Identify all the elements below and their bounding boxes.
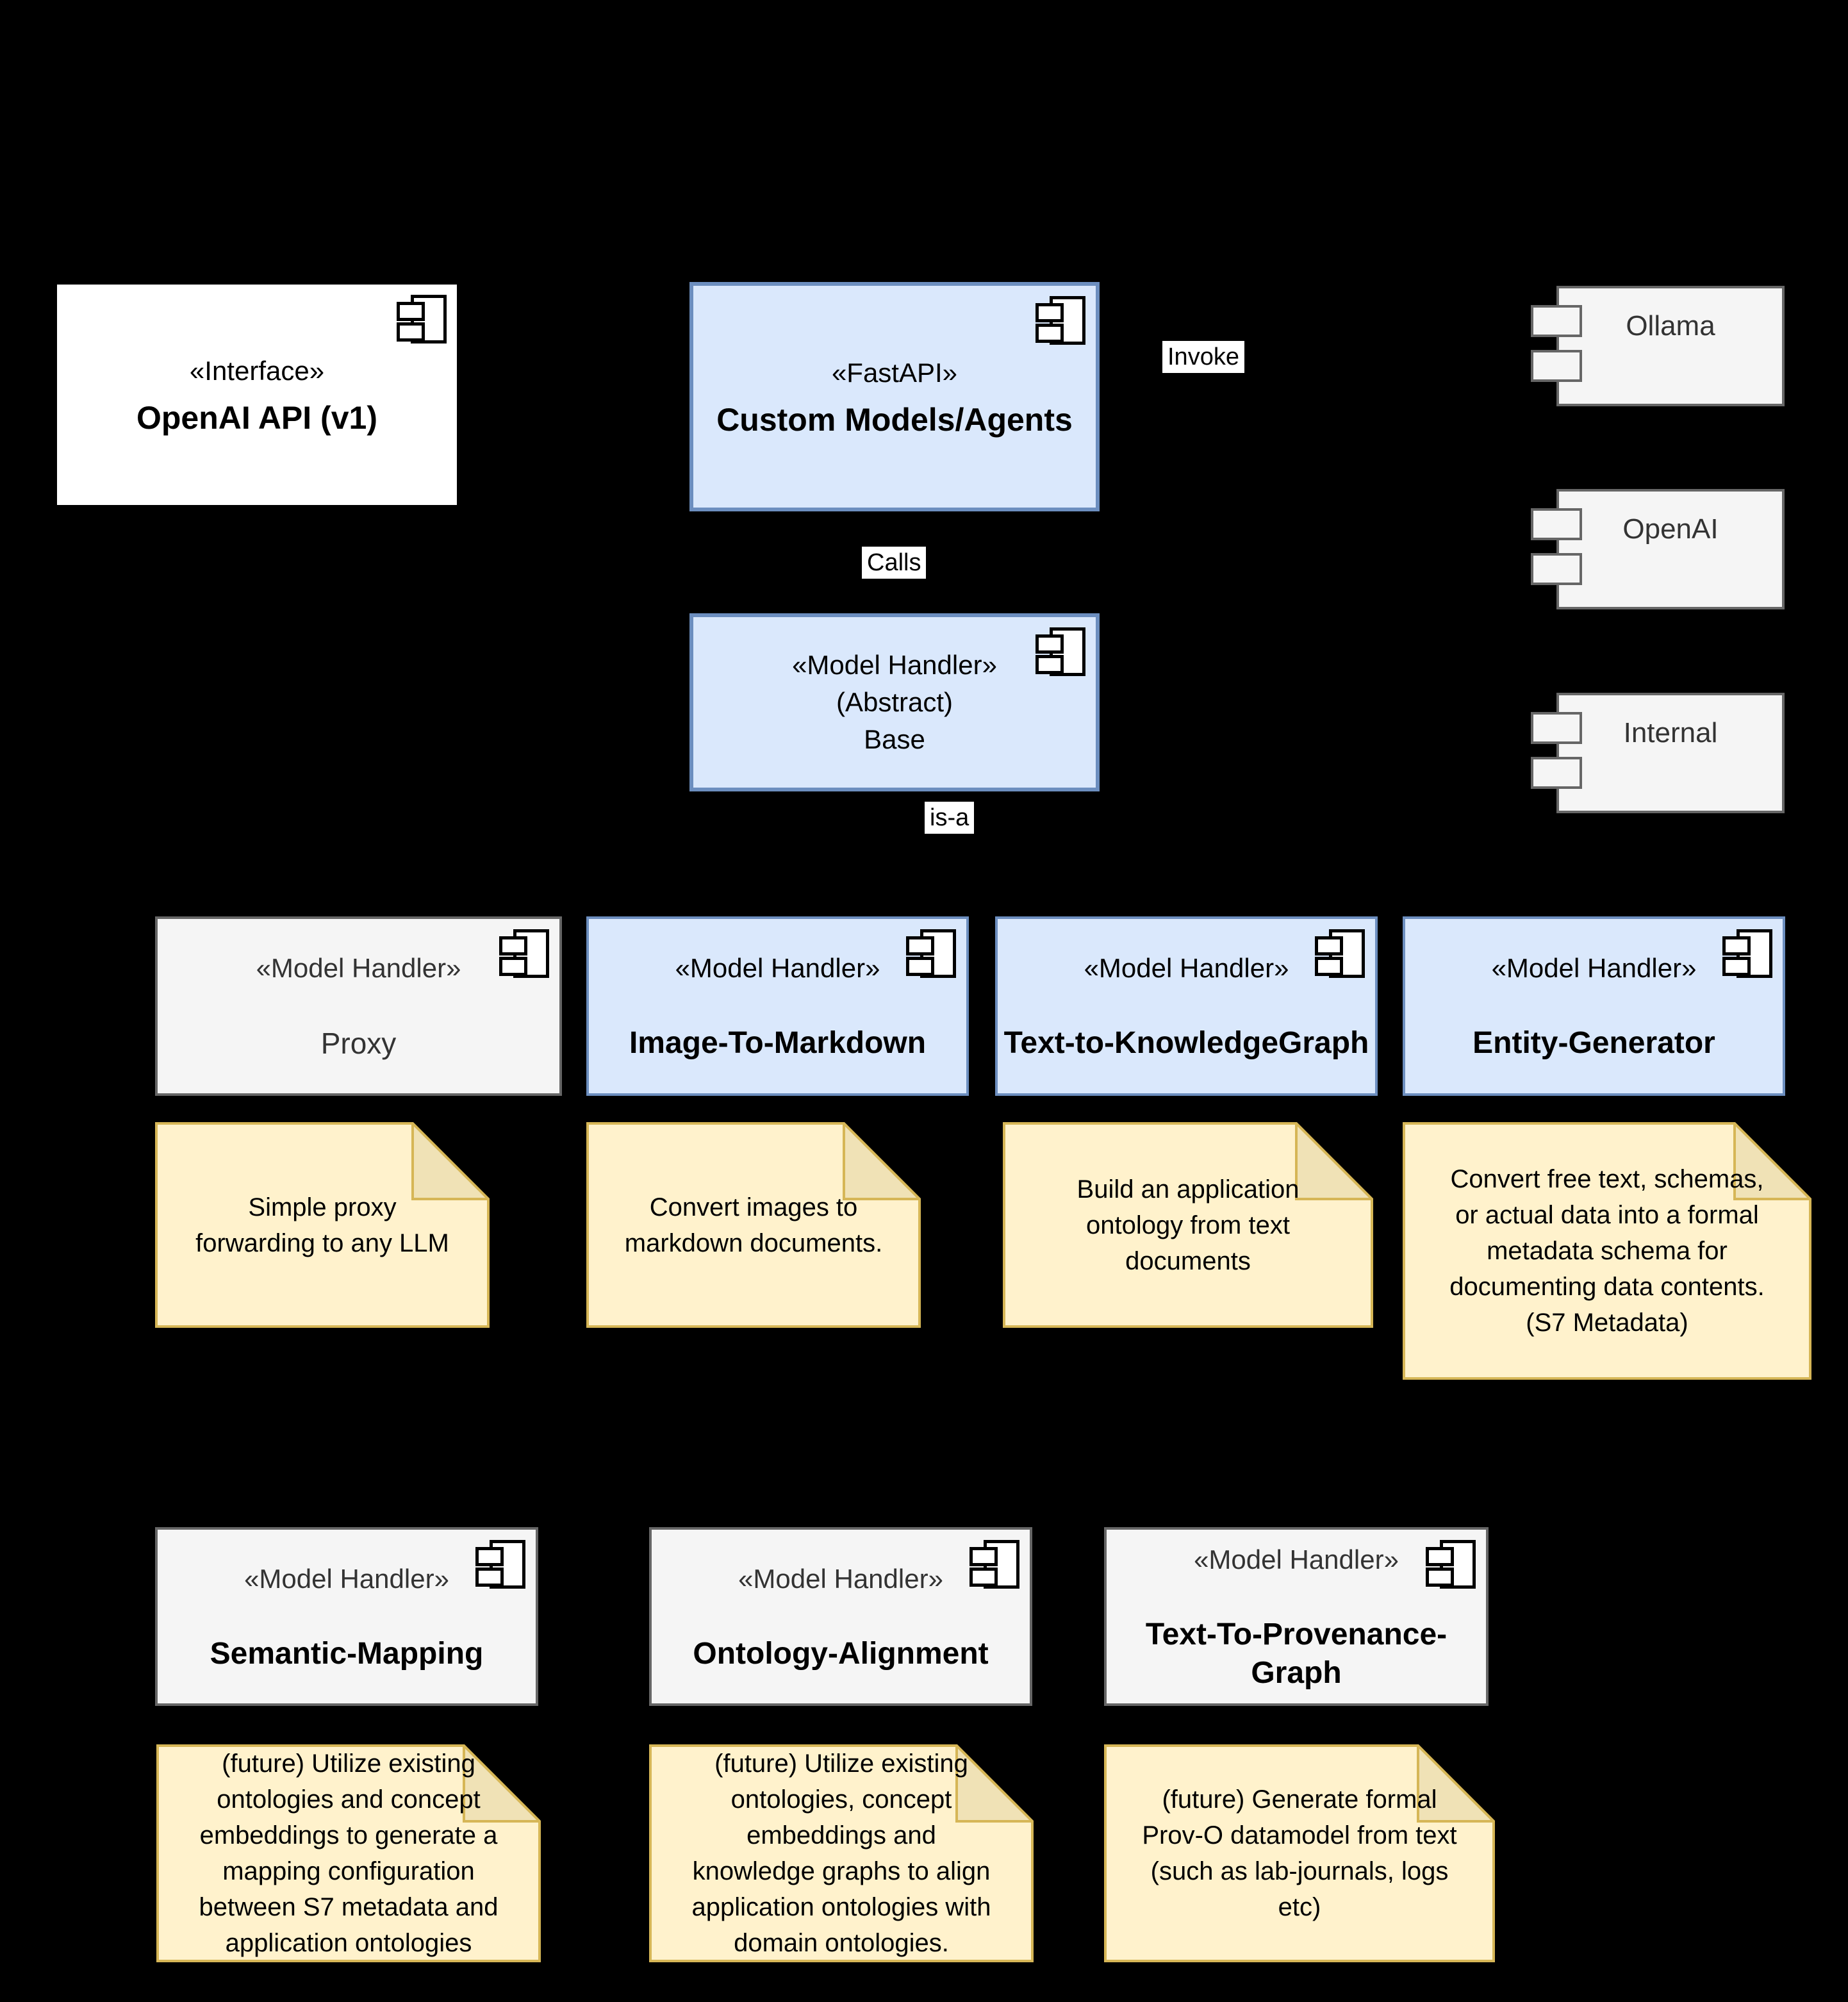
uml-component-icon bbox=[475, 1540, 525, 1589]
component-name: OpenAI bbox=[1622, 513, 1719, 545]
note-text: Build an application ontology from text … bbox=[1077, 1175, 1299, 1275]
component-name: Entity-Generator bbox=[1473, 1026, 1715, 1060]
note-shape bbox=[586, 1122, 921, 1328]
uml-component-icon bbox=[969, 1540, 1019, 1589]
stereotype-label: «Model Handler» bbox=[675, 953, 880, 983]
component-name: Ollama bbox=[1626, 310, 1715, 342]
note-text: Convert images to markdown documents. bbox=[624, 1193, 883, 1257]
note-text: (future) Utilize existing ontologies, co… bbox=[691, 1750, 991, 1957]
note-shape bbox=[1403, 1122, 1811, 1380]
component-image-to-markdown: «Model Handler» Image-To-Markdown bbox=[586, 916, 969, 1096]
component-ontology-alignment: «Model Handler» Ontology-Alignment bbox=[649, 1527, 1032, 1706]
note-semantic-mapping: (future) Utilize existing ontologies and… bbox=[156, 1744, 541, 1962]
uml-component-icon bbox=[397, 295, 447, 343]
component-name: Semantic-Mapping bbox=[210, 1636, 484, 1671]
component-port-icon bbox=[1531, 350, 1582, 382]
stereotype-label: «Model Handler» bbox=[1194, 1544, 1399, 1575]
component-ollama: Ollama bbox=[1531, 286, 1785, 406]
uml-component-icon bbox=[906, 929, 956, 978]
edge-label-calls: Calls bbox=[862, 547, 927, 579]
stereotype-label: «Interface» bbox=[189, 356, 325, 386]
uml-component-icon bbox=[499, 929, 549, 978]
component-name: OpenAI API (v1) bbox=[136, 400, 377, 436]
note-text: (future) Generate formal Prov-O datamode… bbox=[1142, 1785, 1457, 1921]
component-name: Custom Models/Agents bbox=[716, 402, 1073, 438]
uml-component-icon bbox=[1315, 929, 1365, 978]
component-model-handler-base: «Model Handler» (Abstract) Base bbox=[689, 613, 1100, 791]
component-custom-models-agents: «FastAPI» Custom Models/Agents bbox=[689, 282, 1100, 511]
component-name: Proxy bbox=[320, 1027, 397, 1060]
stereotype-label: «Model Handler» bbox=[256, 953, 461, 983]
component-port-icon bbox=[1531, 508, 1582, 540]
note-text-to-provenance-graph: (future) Generate formal Prov-O datamode… bbox=[1104, 1744, 1495, 1962]
component-openai: OpenAI bbox=[1531, 489, 1785, 609]
uml-component-icon bbox=[1722, 929, 1772, 978]
component-internal: Internal bbox=[1531, 693, 1785, 813]
component-name: Internal bbox=[1623, 717, 1718, 749]
note-shape bbox=[1104, 1744, 1495, 1962]
uml-component-icon bbox=[1035, 627, 1085, 676]
stereotype-label: «Model Handler» bbox=[1491, 953, 1697, 983]
component-name: Ontology-Alignment bbox=[693, 1636, 989, 1671]
component-port-icon bbox=[1531, 305, 1582, 337]
component-name: Text-to-KnowledgeGraph bbox=[1003, 1026, 1369, 1060]
stereotype-label: «Model Handler» bbox=[1084, 953, 1289, 983]
note-text: Simple proxy forwarding to any LLM bbox=[195, 1193, 449, 1257]
component-text-to-provenance-graph: «Model Handler» Text-To-Provenance-Graph bbox=[1104, 1527, 1489, 1706]
note-proxy: Simple proxy forwarding to any LLM bbox=[155, 1122, 490, 1328]
note-shape bbox=[649, 1744, 1034, 1962]
component-port-icon bbox=[1531, 712, 1582, 744]
component-port-icon bbox=[1531, 757, 1582, 789]
uml-component-icon bbox=[1035, 296, 1085, 345]
component-port-icon bbox=[1531, 553, 1582, 585]
stereotype-label: «Model Handler» bbox=[738, 1563, 943, 1594]
component-text: «Model Handler» (Abstract) Base bbox=[792, 650, 997, 754]
note-shape bbox=[1003, 1122, 1373, 1328]
stereotype-label: «Model Handler» bbox=[244, 1563, 449, 1594]
uml-component-icon bbox=[1426, 1540, 1476, 1589]
component-entity-generator: «Model Handler» Entity-Generator bbox=[1403, 916, 1785, 1096]
edge-label-is-a: is-a bbox=[925, 802, 975, 834]
note-shape bbox=[155, 1122, 490, 1328]
stereotype-label: «FastAPI» bbox=[831, 358, 958, 388]
component-text-to-knowledgegraph: «Model Handler» Text-to-KnowledgeGraph bbox=[995, 916, 1378, 1096]
component-semantic-mapping: «Model Handler» Semantic-Mapping bbox=[155, 1527, 538, 1706]
component-name: Image-To-Markdown bbox=[629, 1026, 927, 1060]
note-text-to-knowledgegraph: Build an application ontology from text … bbox=[1003, 1122, 1373, 1328]
component-proxy-handler: «Model Handler» Proxy bbox=[155, 916, 562, 1096]
note-text: (future) Utilize existing ontologies and… bbox=[199, 1750, 499, 1957]
component-name: Text-To-Provenance-Graph bbox=[1145, 1617, 1448, 1690]
note-entity-generator: Convert free text, schemas, or actual da… bbox=[1403, 1122, 1811, 1380]
edge-label-invoke: Invoke bbox=[1162, 341, 1244, 373]
note-text: Convert free text, schemas, or actual da… bbox=[1449, 1165, 1765, 1337]
component-openai-api-interface: «Interface» OpenAI API (v1) bbox=[54, 282, 459, 508]
note-ontology-alignment: (future) Utilize existing ontologies, co… bbox=[649, 1744, 1034, 1962]
note-shape bbox=[156, 1744, 541, 1962]
note-image-to-markdown: Convert images to markdown documents. bbox=[586, 1122, 921, 1328]
